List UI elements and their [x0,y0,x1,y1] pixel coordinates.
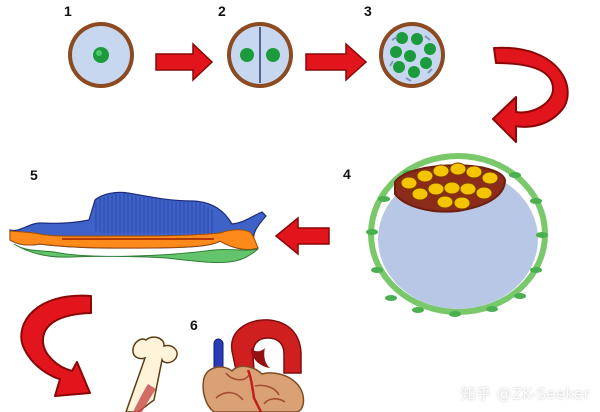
morula-stage [379,22,445,88]
step-label-6: 6 [190,317,198,333]
curved-arrow-3-to-4 [492,46,569,143]
arrow-right-1 [155,42,214,82]
zygote-cell [68,22,134,88]
arrow-left-1 [274,216,330,256]
step-label-2: 2 [218,3,226,19]
bone-illustration [125,336,178,412]
embryonic-disc [9,191,267,263]
watermark-text: 知乎 @ZK-Seeker [460,385,590,403]
step-label-1: 1 [64,3,72,19]
heart-illustration [202,319,305,412]
step-label-3: 3 [364,3,372,19]
blastocyst [366,153,548,317]
curved-arrow-5-to-6 [20,294,92,397]
two-cell-stage [227,22,293,88]
arrow-right-2 [305,42,368,82]
step-label-4: 4 [343,166,351,182]
step-label-5: 5 [30,167,38,183]
